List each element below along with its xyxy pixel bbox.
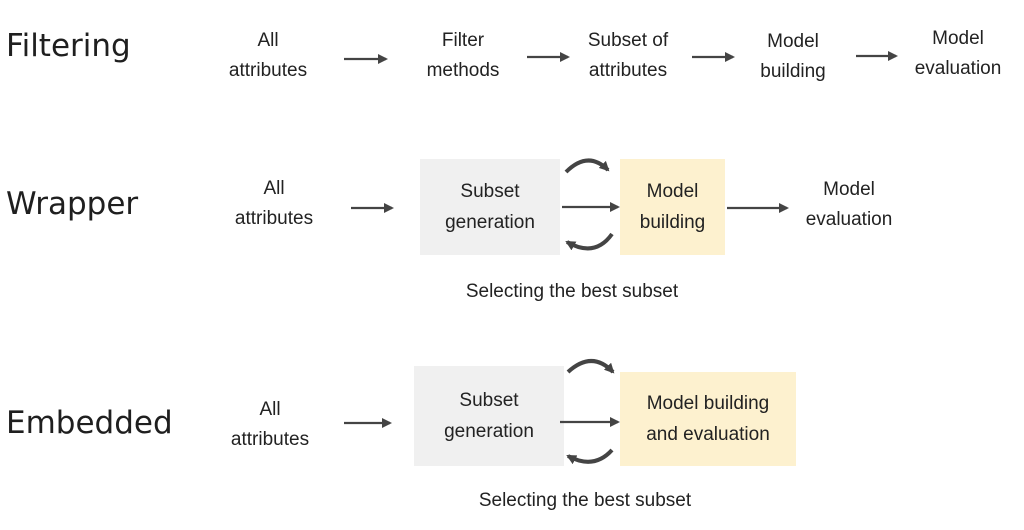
embedded-subset-generation-box: Subset generation: [414, 366, 564, 466]
filtering-step-all-attributes: All attributes: [228, 30, 308, 81]
embedded-loop-top-arrow: [566, 359, 615, 374]
filtering-step-model-building: Model building: [760, 31, 826, 82]
wrapper-title: Wrapper: [6, 186, 139, 222]
wrapper-loop-bottom-arrow: [565, 232, 614, 251]
wrapper-output-label: Model evaluation: [805, 179, 893, 230]
filtering-step-model-evaluation: Model evaluation: [914, 28, 1002, 79]
filtering-title: Filtering: [6, 28, 131, 64]
embedded-model-box: Model building and evaluation: [620, 372, 796, 466]
filtering-step-subset-of-attributes: Subset of attributes: [587, 30, 669, 81]
wrapper-model-building-box: Model building: [620, 159, 725, 255]
embedded-title: Embedded: [6, 405, 173, 441]
wrapper-loop-top-arrow: [564, 158, 610, 174]
embedded-input-label: All attributes: [230, 399, 310, 450]
wrapper-input-label: All attributes: [234, 178, 314, 229]
embedded-loop-bottom-arrow: [566, 448, 614, 465]
wrapper-subset-generation-box: Subset generation: [420, 159, 560, 255]
wrapper-caption: Selecting the best subset: [465, 281, 679, 302]
embedded-caption: Selecting the best subset: [478, 490, 692, 511]
filtering-step-filter-methods: Filter methods: [426, 30, 500, 81]
